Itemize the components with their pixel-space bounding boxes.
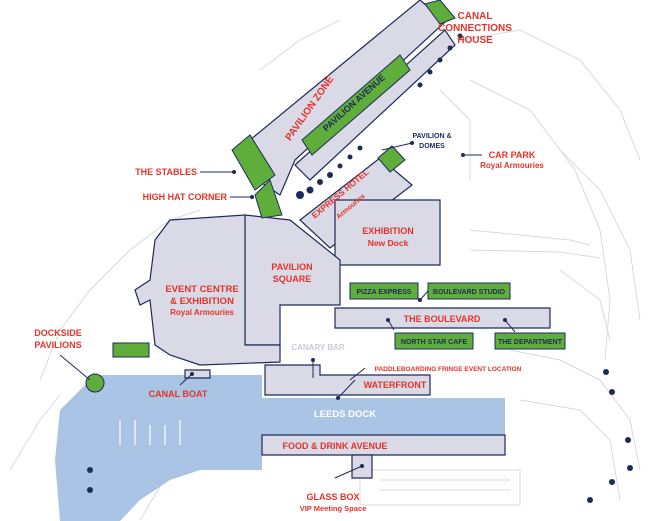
pavilion-domes-label-1: PAVILION & bbox=[412, 133, 451, 140]
pavilion-zone-building bbox=[249, 0, 446, 196]
leeds-dock-water bbox=[55, 375, 505, 521]
dockside-pavilions-label-1: DOCKSIDE bbox=[34, 328, 82, 338]
the-stables-zone bbox=[231, 134, 276, 191]
the-stables-label: THE STABLES bbox=[135, 167, 197, 177]
leader-lines bbox=[59, 141, 516, 479]
glass-box-sub-label: VIP Meeting Space bbox=[300, 504, 367, 513]
exhibition-sub-label: New Dock bbox=[368, 238, 409, 248]
pizza-express-zone bbox=[349, 282, 419, 300]
event-centre-sub-label: Royal Armouries bbox=[170, 308, 234, 317]
dockside-pavilions-label-2: PAVILIONS bbox=[34, 340, 81, 350]
canal-connections-label-3: HOUSE bbox=[457, 35, 493, 46]
event-centre-label-2: & EXHIBITION bbox=[170, 296, 234, 307]
high-hat-corner-label: HIGH HAT CORNER bbox=[143, 192, 228, 202]
waterfront-label: WATERFRONT bbox=[364, 380, 427, 390]
canary-bar-label: CANARY BAR bbox=[291, 343, 345, 352]
dot-rows bbox=[87, 33, 633, 503]
canal-boat-label: CANAL BOAT bbox=[149, 389, 208, 399]
boulevard-building bbox=[334, 307, 551, 329]
food-drink-building bbox=[261, 434, 506, 456]
exhibition-label: EXHIBITION bbox=[362, 226, 414, 236]
leeds-dock-label: LEEDS DOCK bbox=[314, 409, 376, 420]
event-centre-label-1: EVENT CENTRE bbox=[165, 284, 238, 295]
north-star-cafe-label: NORTH STAR CAFE bbox=[401, 339, 468, 346]
event-centre-building bbox=[134, 214, 281, 366]
pavilion-domes-zone bbox=[377, 145, 406, 173]
exhibition-building bbox=[334, 199, 441, 266]
canal-connections-label-1: CANAL bbox=[458, 11, 493, 22]
the-boulevard-label: THE BOULEVARD bbox=[404, 314, 481, 324]
north-star-cafe-zone bbox=[394, 332, 474, 350]
buildings bbox=[134, 0, 551, 479]
the-department-zone bbox=[494, 332, 566, 350]
canal-connections-zone bbox=[424, 0, 456, 25]
paddleboarding-label: PADDLEBOARDING FRINGE EVENT LOCATION bbox=[375, 366, 522, 373]
canal-connections-label-2: CONNECTIONS bbox=[438, 23, 512, 34]
dockside-circle-zone bbox=[85, 373, 105, 393]
car-park-sub-label: Royal Armouries bbox=[480, 161, 544, 170]
glass-box-label: GLASS BOX bbox=[306, 492, 359, 502]
pizza-express-label: PIZZA EXPRESS bbox=[357, 289, 412, 296]
high-hat-corner-zone bbox=[254, 179, 283, 219]
boulevard-studio-label: BOULEVARD STUDIO bbox=[433, 289, 506, 296]
food-drink-avenue-label: FOOD & DRINK AVENUE bbox=[282, 441, 387, 451]
moorings bbox=[119, 420, 181, 445]
pavilion-square-label-2: SQUARE bbox=[273, 274, 312, 284]
dockside-pavilions-zone bbox=[112, 342, 150, 358]
pavilion-square-label-1: PAVILION bbox=[271, 262, 312, 272]
green-zones bbox=[85, 0, 566, 393]
the-department-label: THE DEPARTMENT bbox=[498, 339, 563, 346]
pavilion-avenue-zone bbox=[301, 54, 411, 156]
car-park-label: CAR PARK bbox=[489, 150, 536, 160]
pavilion-domes-label-2: DOMES bbox=[419, 143, 445, 150]
canal-boat-pontoon bbox=[184, 369, 211, 379]
waterfront-building bbox=[264, 364, 431, 396]
